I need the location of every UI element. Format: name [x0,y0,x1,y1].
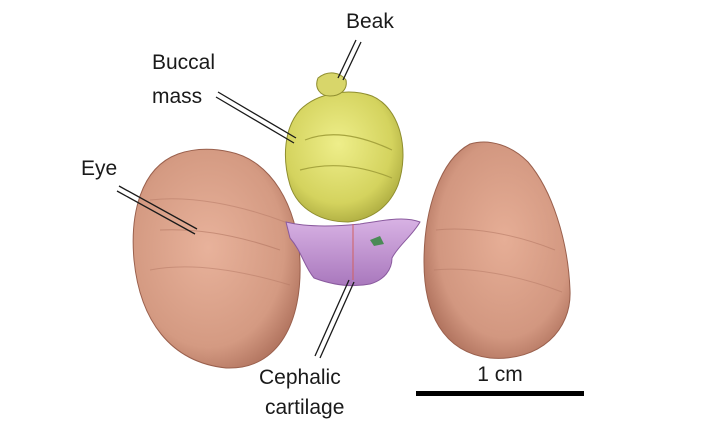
buccal-mass-leader-line [216,92,296,143]
buccal-mass-label-line2: mass [152,84,202,109]
left-eye [133,149,300,368]
scale-bar [416,391,584,396]
right-eye [424,142,570,358]
cephalic-cartilage [286,219,420,286]
cephalic-leader-line [315,280,354,358]
beak-leader-line [338,40,361,80]
scale-bar-label: 1 cm [460,362,540,387]
buccal-mass [285,73,403,222]
buccal-mass-label-line1: Buccal [152,50,215,75]
eye-label: Eye [81,156,117,181]
cephalic-label-line1: Cephalic [259,365,341,390]
beak-label: Beak [346,9,394,34]
cephalic-label-line2: cartilage [265,395,344,420]
